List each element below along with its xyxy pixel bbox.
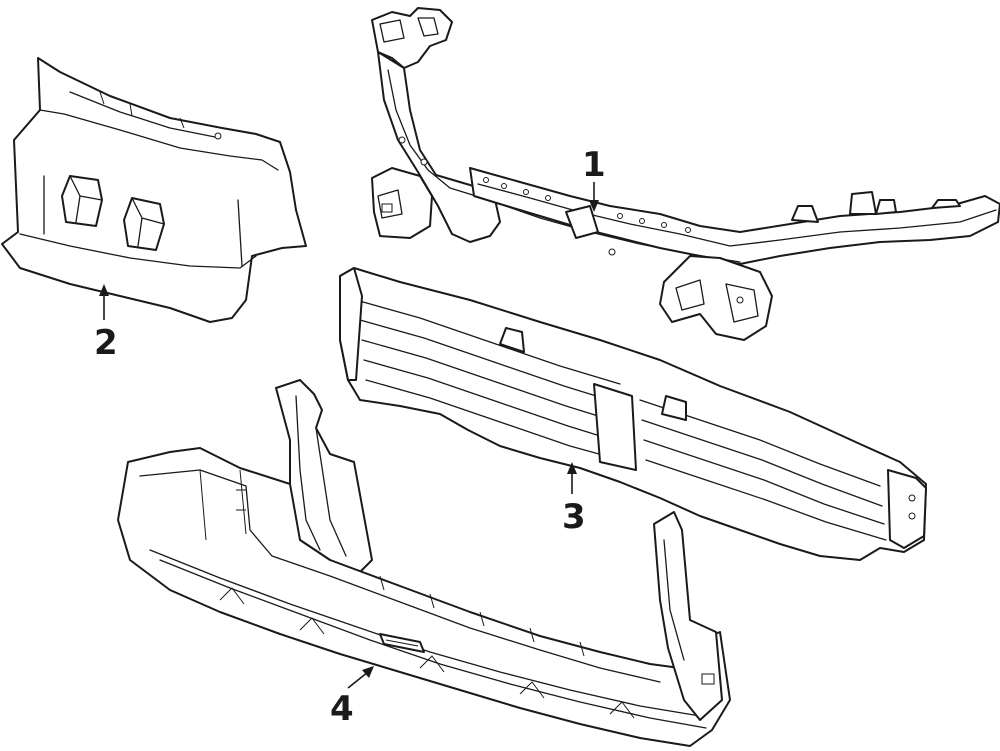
part-2-air-deflector[interactable] (1, 57, 307, 323)
callout-3: 3 (562, 462, 586, 537)
callout-label-2: 2 (94, 323, 118, 363)
callout-4: 4 (330, 666, 374, 729)
callout-label-3: 3 (562, 497, 586, 537)
callout-label-1: 1 (582, 145, 606, 185)
part-1-upper-crossmember[interactable] (371, 7, 1000, 341)
callout-2: 2 (94, 284, 118, 363)
shutter-vanes (355, 299, 887, 541)
part-3-grille-shutter[interactable] (339, 267, 927, 561)
callout-1: 1 (582, 145, 606, 212)
crossmember-holes (483, 177, 691, 233)
callout-label-4: 4 (330, 689, 354, 729)
part-4-lower-deflector[interactable] (117, 379, 731, 747)
